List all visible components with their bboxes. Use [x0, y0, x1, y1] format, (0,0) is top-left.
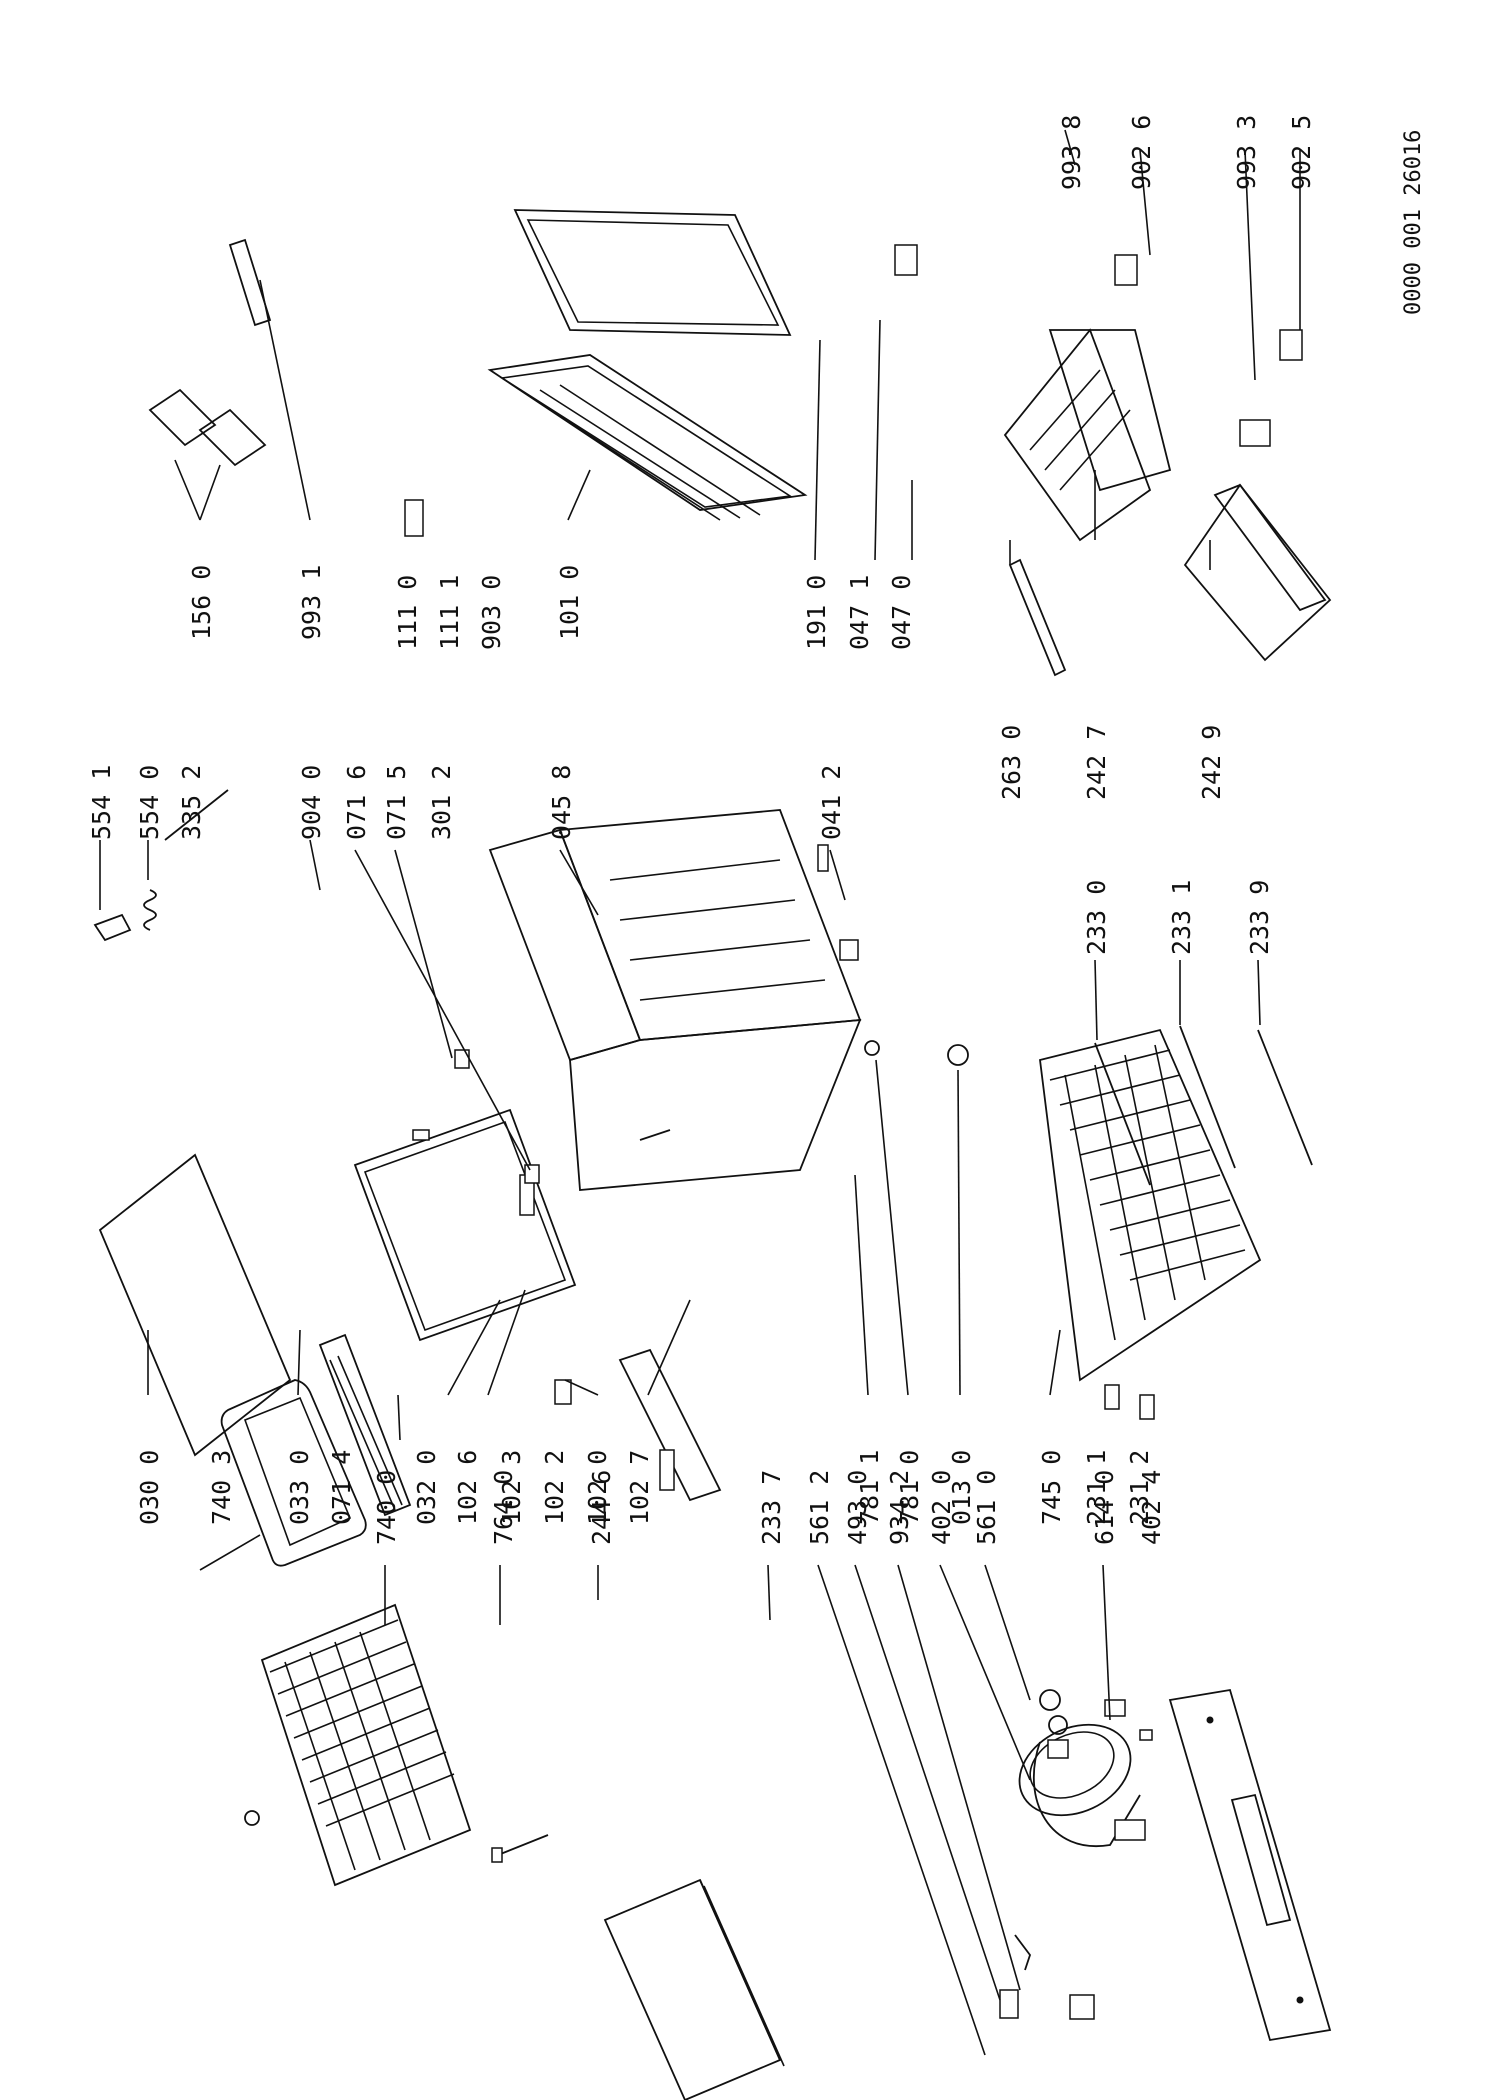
callout-label: 102 0	[583, 1450, 612, 1525]
callout-label: 493 0	[843, 1470, 872, 1545]
cabinet-part	[488, 809, 862, 1191]
drain-tube-part	[491, 1834, 549, 1863]
callout-label: 402 0	[927, 1470, 956, 1545]
callout-label: 554 0	[135, 765, 164, 840]
callout-label: 242 9	[1197, 725, 1226, 800]
callout-label: 902 6	[1127, 115, 1156, 190]
door-gasket-part	[513, 209, 792, 336]
callout-label: 745 0	[1037, 1450, 1066, 1525]
callout-label: 993 8	[1057, 115, 1086, 190]
hinge-part	[519, 1129, 722, 1502]
door-shelf-part	[93, 789, 229, 942]
callout-label: 111 1	[435, 575, 464, 650]
crisper-drawer-part	[1003, 328, 1172, 542]
callout-label: 904 0	[297, 765, 326, 840]
document-id: 0000 001 26016	[1401, 130, 1426, 315]
drawer-cover-part	[1008, 558, 1067, 677]
callout-label: 233 7	[757, 1470, 786, 1545]
ice-tray-part	[148, 388, 267, 467]
callout-label: 102 7	[625, 1450, 654, 1525]
callout-label: 903 0	[477, 575, 506, 650]
callout-label: 013 0	[947, 1450, 976, 1525]
screw-part	[817, 844, 969, 1066]
callout-label: 102 3	[497, 1450, 526, 1525]
callout-label: 233 9	[1245, 880, 1274, 955]
callout-label: 045 8	[547, 765, 576, 840]
callout-labels: 740 3 740 0 764 0 244 6 233 7 561 2 493 …	[87, 115, 1426, 1545]
glass-shelf-part	[603, 1878, 785, 2100]
callout-label: 781 1	[855, 1450, 884, 1525]
small-bracket-part	[999, 1934, 1095, 2020]
shelf-rail-part	[1094, 1025, 1313, 1420]
callout-label: 993 1	[297, 565, 326, 640]
callout-label: 047 0	[887, 575, 916, 650]
callout-label: 102 2	[540, 1450, 569, 1525]
callout-label: 242 7	[1082, 725, 1111, 800]
evaporator-part	[244, 1603, 472, 1887]
callout-label: 047 1	[845, 575, 874, 650]
bracket-part	[404, 244, 1303, 537]
top-panel-part	[98, 1153, 292, 1457]
callout-label: 740 3	[207, 1450, 236, 1525]
callout-label: 032 0	[412, 1450, 441, 1525]
callout-label: 231 2	[1125, 1450, 1154, 1525]
leader-lines	[99, 129, 1301, 2056]
callout-label: 934 2	[885, 1470, 914, 1545]
callout-label: 156 0	[187, 565, 216, 640]
callout-label: 263 0	[997, 725, 1026, 800]
callout-label: 902 5	[1287, 115, 1316, 190]
callout-label: 764 0	[489, 1470, 518, 1545]
condenser-coil-part	[1039, 1028, 1262, 1382]
callout-label: 781 0	[895, 1450, 924, 1525]
door-frame-part	[353, 1108, 577, 1342]
callout-label: 993 3	[1232, 115, 1261, 190]
callout-label: 030 0	[135, 1450, 164, 1525]
base-plate-part	[1168, 1688, 1332, 2042]
compressor-part	[1018, 1723, 1146, 1848]
freezer-door-part	[487, 354, 808, 521]
callout-label: 561 0	[972, 1470, 1001, 1545]
callout-label: 614 0	[1090, 1470, 1119, 1545]
callout-label: 071 5	[382, 765, 411, 840]
callout-label: 111 0	[393, 575, 422, 650]
callout-label: 071 4	[327, 1450, 356, 1525]
callout-label: 335 2	[177, 765, 206, 840]
callout-label: 231 1	[1082, 1450, 1111, 1525]
callout-label: 402 4	[1137, 1470, 1166, 1545]
callout-label: 554 1	[87, 765, 116, 840]
callout-label: 071 6	[342, 765, 371, 840]
callout-label: 102 6	[453, 1450, 482, 1525]
handle-part	[228, 238, 272, 327]
ventilation-grille-part	[318, 1333, 412, 1517]
callout-label: 301 2	[427, 765, 456, 840]
crisper-drawer-part	[1183, 483, 1332, 662]
callout-label: 101 0	[555, 565, 584, 640]
door-part	[220, 1379, 367, 1567]
callout-label: 033 0	[285, 1450, 314, 1525]
relay-part	[1047, 1715, 1069, 1759]
callout-label: 244 6	[587, 1470, 616, 1545]
callout-label: 233 1	[1167, 880, 1196, 955]
callout-label: 041 2	[817, 765, 846, 840]
callout-label: 740 0	[372, 1470, 401, 1545]
callout-label: 191 0	[802, 575, 831, 650]
callout-label: 233 0	[1082, 880, 1111, 955]
callout-label: 561 2	[805, 1470, 834, 1545]
